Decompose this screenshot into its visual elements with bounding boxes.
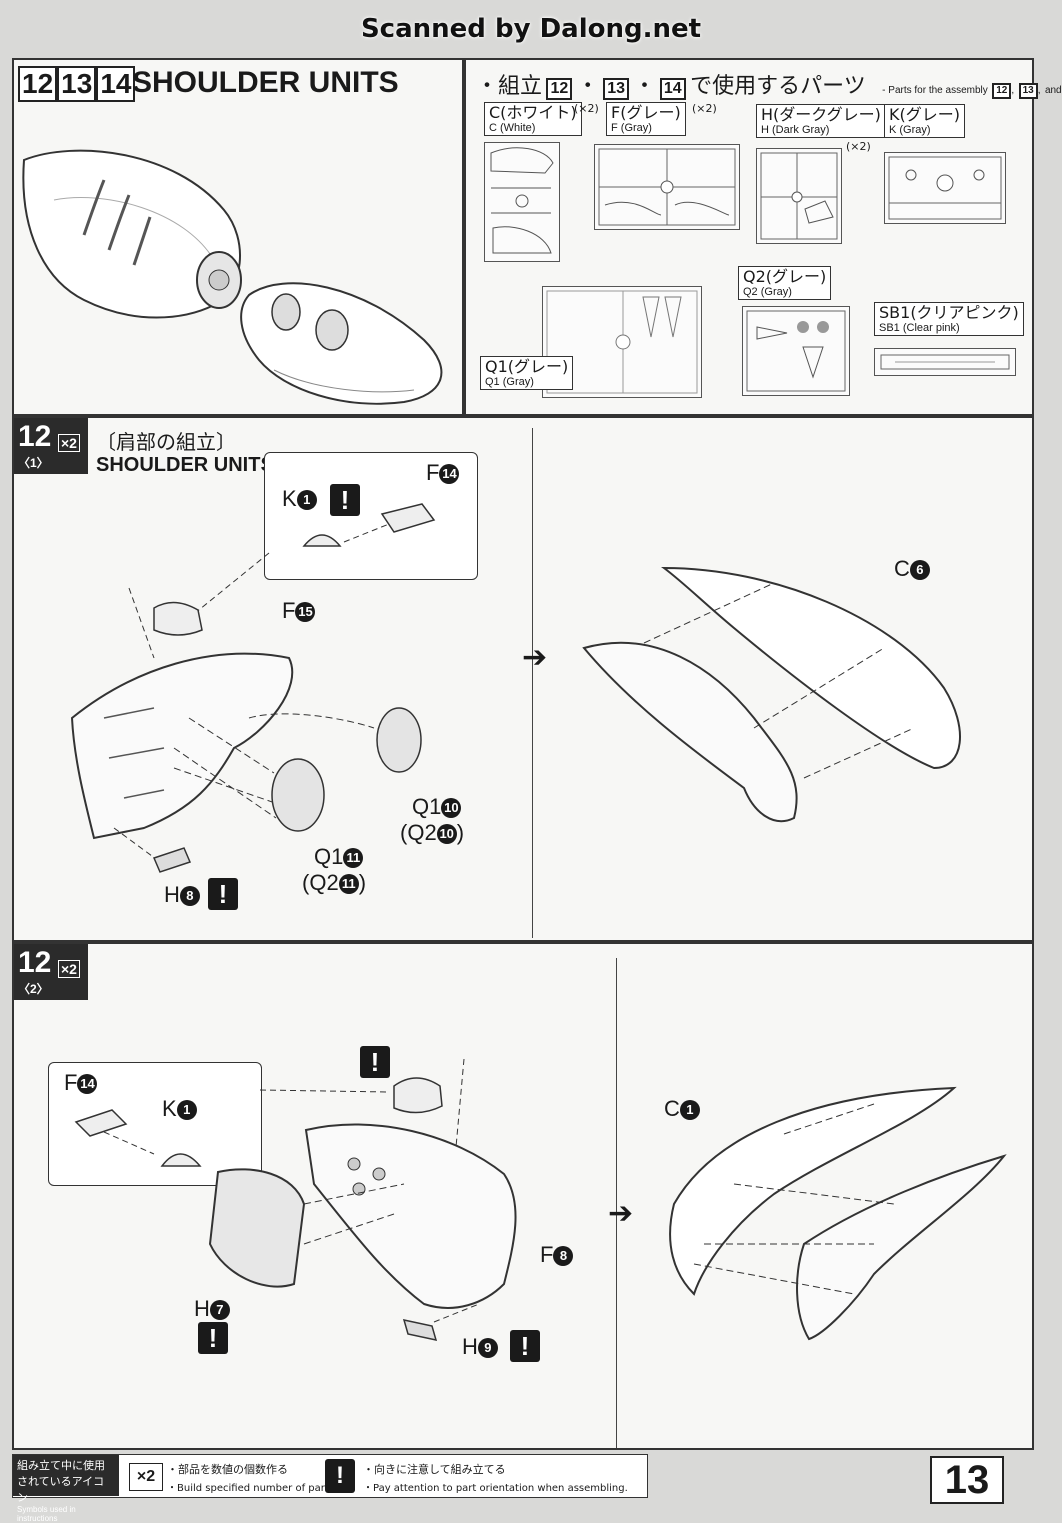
page-number: 13 [930, 1456, 1004, 1504]
parts-step-12: 12 [546, 78, 573, 100]
parts-step-13: 13 [603, 78, 629, 100]
sheet-h-multiplier: (×2) [846, 140, 871, 153]
x2-badge: ×2 [58, 960, 80, 978]
step-divider [532, 428, 533, 938]
arrow-icon: ➔ [608, 1197, 634, 1230]
sheet-c-multiplier: (×2) [574, 102, 599, 115]
step-12-2-diagram [74, 1058, 1007, 1341]
warning-icon: ! [198, 1322, 228, 1354]
sheet-label-k: K(グレー)K (Gray) [884, 104, 965, 138]
legend-x2-en: ・Build specified number of parts. [167, 1483, 338, 1494]
warning-icon: ! [510, 1330, 540, 1362]
sheet-label-h: H(ダークグレー)H (Dark Gray) [756, 104, 886, 138]
step-substep: 〈2〉 [18, 982, 49, 996]
warning-icon: ! [208, 878, 238, 910]
step-number-13: 13 [57, 66, 97, 102]
sheet-label-sb1: SB1(クリアピンク)SB1 (Clear pink) [874, 302, 1024, 336]
runner-q1 [542, 286, 702, 398]
warning-icon: ! [325, 1459, 355, 1493]
sheet-label-c: C(ホワイト)C (White) [484, 102, 582, 136]
x2-badge: ×2 [58, 434, 80, 452]
runner-h [756, 148, 842, 244]
step-number: 12 [18, 420, 52, 453]
x2-icon: ×2 [129, 1463, 163, 1491]
step-12-1-panel: 12 ×2 〈1〉 〔肩部の組立〕 SHOULDER UNITS ➔ [12, 416, 1034, 942]
step-title-jp: 〔肩部の組立〕 [96, 430, 236, 454]
warning-icon: ! [360, 1046, 390, 1078]
step-number-14: 14 [96, 66, 136, 102]
step-tag-12-1: 12 ×2 〈1〉 [14, 418, 88, 474]
runner-k [884, 152, 1006, 224]
sheet-f-multiplier: (×2) [692, 102, 717, 115]
runner-sb1 [874, 348, 1016, 376]
runner-c [484, 142, 560, 262]
step-tag-12-2: 12 ×2 〈2〉 [14, 944, 88, 1000]
step-substep: 〈1〉 [18, 456, 49, 470]
sheet-label-f: F(グレー)F (Gray) [606, 102, 686, 136]
parts-heading-jp: ・組立 [476, 74, 543, 99]
legend-title: 組み立て中に使用 されているアイコン Symbols used in instr… [13, 1455, 119, 1523]
parts-heading-en: - Parts for the assembly [882, 85, 988, 96]
step-title-en: SHOULDER UNITS [96, 454, 274, 476]
warning-icon: ! [330, 484, 360, 516]
sheet-label-q1: Q1(グレー)Q1 (Gray) [480, 356, 574, 390]
shoulder-illustration [22, 149, 443, 405]
parts-panel: ・組立 12 ・ 13 ・ 14 で使用するパーツ - Parts for th… [464, 58, 1062, 416]
legend-warn-jp: ・向きに注意して組み立てる [363, 1463, 506, 1476]
parts-step-14: 14 [659, 78, 686, 100]
parts-heading-jp-suffix: で使用するパーツ [690, 74, 866, 99]
step-12-1-diagram [70, 503, 961, 873]
legend-x2-jp: ・部品を数値の個数作る [167, 1463, 288, 1476]
parts-heading: ・組立 12 ・ 13 ・ 14 で使用するパーツ - Parts for th… [476, 74, 1062, 100]
legend-bar: 組み立て中に使用 されているアイコン Symbols used in instr… [12, 1454, 648, 1523]
page-title: SHOULDER UNITS [132, 66, 399, 99]
step-divider [616, 958, 617, 1448]
runner-q2 [742, 306, 850, 396]
step-number: 12 [18, 946, 52, 979]
legend-warn-en: ・Pay attention to part orientation when … [363, 1483, 628, 1494]
runner-f [594, 144, 740, 230]
scan-credit: Scanned by Dalong.net [360, 14, 702, 44]
arrow-icon: ➔ [522, 641, 548, 674]
sheet-label-q2: Q2(グレー)Q2 (Gray) [738, 266, 832, 300]
step-number-12: 12 [18, 66, 58, 102]
